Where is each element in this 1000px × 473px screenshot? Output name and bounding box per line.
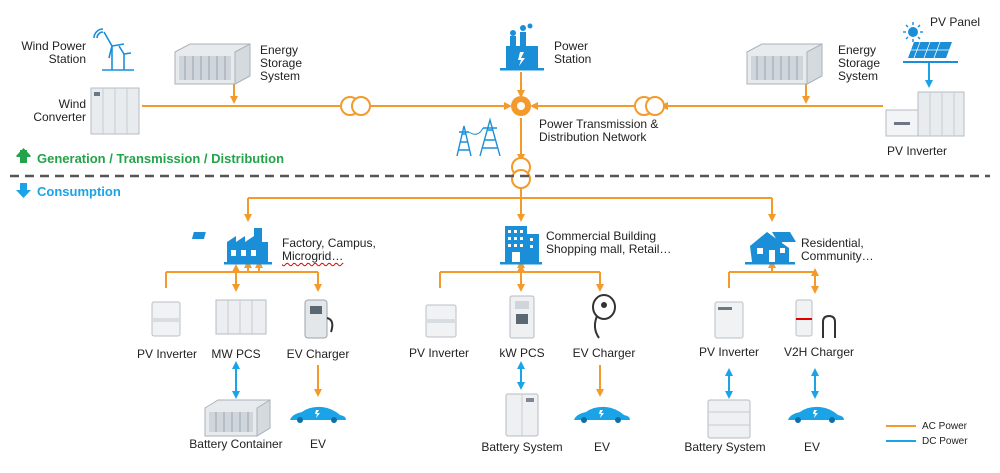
transformer-icon	[511, 157, 531, 189]
ess-right-line2: Storage	[838, 56, 881, 70]
ess-left-line1: Energy	[260, 43, 299, 57]
factory-mw-pcs-label: MW PCS	[211, 347, 261, 361]
residential-pv-inverter-label: PV Inverter	[698, 345, 760, 359]
network-node	[511, 96, 531, 116]
commercial-title: Commercial Building Shopping mall, Retai…	[546, 230, 671, 256]
commercial-title-line1: Commercial Building	[546, 229, 657, 243]
power-station-label: Power Station	[554, 40, 591, 66]
inverter-icon	[885, 91, 965, 137]
ac-power-lines	[142, 72, 916, 427]
factory-battery-container-label: Battery Container	[189, 437, 283, 451]
power-station-icon	[500, 23, 544, 71]
inverter-icon	[714, 301, 744, 339]
solar-panel-icon	[903, 41, 958, 63]
ess-left-line3: System	[260, 69, 301, 83]
v2h-charger-icon	[795, 299, 836, 338]
inverter-icon	[151, 301, 181, 337]
factory-ev-label: EV	[309, 437, 326, 451]
residential-title: Residential, Community…	[801, 237, 874, 263]
pcs-cabinet-icon	[509, 295, 535, 339]
wind-station-line1: Wind Power	[21, 39, 86, 53]
factory-title-line2: Microgrid…	[282, 249, 344, 263]
legend-dc-label: DC Power	[922, 436, 968, 447]
transformer-icon	[634, 96, 665, 116]
house-icon	[745, 232, 796, 265]
network-line1: Power Transmission &	[539, 117, 659, 131]
ess-right-label: Energy Storage System	[838, 44, 880, 83]
wind-converter-line2: Converter	[33, 110, 86, 124]
wind-station-line2: Station	[48, 52, 86, 66]
ess-left-line2: Storage	[260, 56, 303, 70]
wind-converter-label: Wind Converter	[20, 98, 86, 124]
factory-title: Factory, Campus, Microgrid…	[282, 237, 376, 263]
residential-ev-label: EV	[803, 440, 820, 454]
wind-station-label: Wind Power Station	[8, 40, 86, 66]
up-arrow-icon	[16, 148, 31, 163]
ev-charger-icon	[592, 294, 616, 339]
commercial-title-line2: Shopping mall, Retail…	[546, 242, 672, 256]
factory-title-line1: Factory, Campus,	[282, 236, 376, 250]
sun-icon	[903, 22, 923, 42]
factory-icon	[191, 228, 272, 265]
pv-panel-label: PV Panel	[930, 15, 981, 29]
ev-charger-icon	[304, 299, 334, 339]
legend-ac-label: AC Power	[922, 421, 968, 432]
ess-left-label: Energy Storage System	[260, 44, 302, 83]
converter-cabinet-icon	[90, 87, 140, 135]
residential-v2h-charger-label: V2H Charger	[783, 345, 855, 359]
ess-right-line1: Energy	[838, 43, 877, 57]
power-station-line1: Power	[554, 39, 589, 53]
ess-right-line3: System	[838, 69, 879, 83]
dc-power-lines	[232, 62, 933, 442]
residential-title-line2: Community…	[801, 249, 874, 263]
commercial-battery-system-label: Battery System	[481, 440, 563, 454]
power-station-line2: Station	[554, 52, 592, 66]
generation-section-label: Generation / Transmission / Distribution	[37, 151, 285, 166]
battery-cabinet-icon	[505, 393, 539, 437]
wind-converter-line1: Wind	[58, 97, 86, 111]
commercial-pv-inverter-label: PV Inverter	[408, 346, 470, 360]
network-label: Power Transmission & Distribution Networ…	[539, 118, 658, 144]
network-line2: Distribution Network	[539, 130, 647, 144]
residential-title-line1: Residential,	[801, 236, 864, 250]
consumption-section-label: Consumption	[37, 184, 121, 199]
pcs-cabinet-icon	[215, 299, 267, 335]
wind-turbine-icon	[93, 28, 134, 71]
office-building-icon	[500, 226, 542, 265]
electric-car-icon	[574, 406, 630, 423]
inverter-icon	[425, 304, 457, 338]
down-arrow-icon	[16, 183, 31, 198]
commercial-ev-charger-label: EV Charger	[572, 346, 636, 360]
commercial-kw-pcs-label: kW PCS	[499, 346, 545, 360]
container-icon	[746, 43, 823, 85]
electric-car-icon	[788, 406, 844, 423]
transmission-tower-icon	[456, 117, 501, 157]
transformer-icon	[340, 96, 371, 116]
factory-pv-inverter-label: PV Inverter	[136, 347, 198, 361]
residential-battery-system-label: Battery System	[684, 440, 766, 454]
container-icon	[174, 43, 251, 85]
electric-car-icon	[290, 406, 346, 423]
factory-ev-charger-label: EV Charger	[286, 347, 350, 361]
commercial-ev-label: EV	[593, 440, 610, 454]
battery-cabinet-icon	[707, 399, 751, 439]
container-icon	[204, 399, 271, 437]
pv-inverter-top-label: PV Inverter	[887, 144, 948, 158]
